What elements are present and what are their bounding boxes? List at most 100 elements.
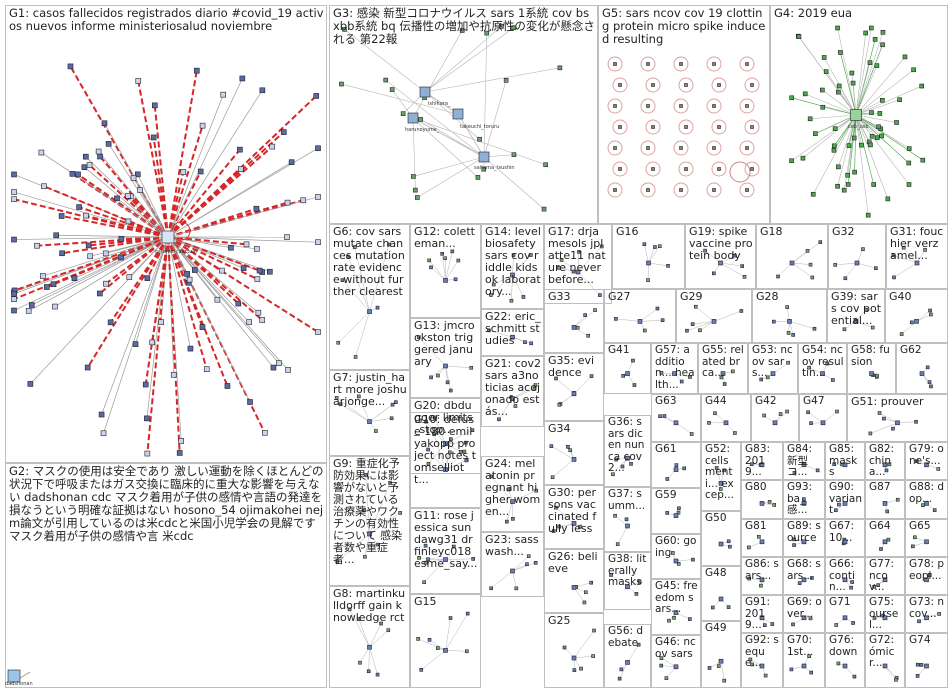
node-225 [836,89,841,95]
group-box-g68: G68: sars... [783,557,825,595]
node-3 [137,187,143,193]
node-72 [86,162,93,168]
edge-47 [56,234,169,238]
node-203 [750,167,754,171]
group-box-g8: G8: martinkulldorff gain knowledge rct [329,586,410,688]
node-68 [142,381,149,388]
node-604 [358,660,362,665]
edge-288 [340,404,370,422]
node-606 [367,644,372,650]
node-621 [759,615,765,621]
self-loop-182 [744,119,760,135]
node-446 [611,472,615,477]
node-175 [618,125,622,129]
node-53 [100,430,107,437]
node-318 [776,274,780,279]
edge-388 [617,525,628,545]
node-132 [415,195,420,200]
node-177 [651,125,655,129]
node-59 [103,280,109,287]
node-440 [550,475,555,480]
node-496 [815,468,820,473]
node-469 [914,419,918,424]
node-509 [624,517,629,522]
node-263 [846,143,852,148]
node-503 [884,468,889,473]
node-550 [792,537,796,542]
node-631 [917,619,921,624]
node-393 [532,387,537,391]
node-356 [685,328,689,333]
edge-70 [43,185,169,238]
node-558 [882,539,888,545]
group-box-g55: G55: related brca... [698,343,748,394]
group-label-g36: G36: sars dicen nunca cov2... [608,417,645,474]
node-249 [865,212,871,218]
edge-271 [699,321,715,331]
node-588 [810,576,814,580]
group-box-g82: G82: china... [865,442,905,480]
edge-431 [512,556,529,572]
edge-289 [369,404,393,422]
node-353 [655,306,660,311]
node-478 [367,531,372,537]
edge-170 [838,114,857,167]
node-383 [367,419,372,424]
edge-436 [573,587,585,603]
edge-205 [342,279,370,312]
node-349 [571,325,577,330]
node-662 [842,663,848,669]
edge-244 [856,249,864,264]
group-box-g13: G13: jmcrookston triggered january [410,318,481,398]
node-259 [796,34,802,39]
node-389 [458,450,463,454]
group-box-g46: G46: ncov sars [651,635,701,688]
edge-105 [167,196,319,238]
group-box-g57: G57: addition... health... [651,343,698,394]
node-422 [820,371,825,376]
node-433 [462,449,467,454]
node-522 [837,502,841,507]
group-box-g10: G10: defuse 180 emilyakopp project notes… [410,412,481,508]
edge-457 [358,619,370,648]
node-20 [125,218,132,225]
node-331 [892,275,896,280]
self-loop-210 [706,182,722,198]
node-384 [470,428,475,433]
edge-440 [610,574,628,588]
group-box-g40: G40 [885,289,948,343]
group-label-g7: G7: justin_hart more joshuarjonge... [333,372,407,408]
node-128 [481,166,487,172]
edge-178 [855,114,924,161]
edge-410 [419,557,446,560]
node-639 [571,655,577,661]
edge-175 [855,114,869,216]
node-501 [842,462,848,468]
self-loop-214 [729,161,751,183]
edge-275 [789,321,815,329]
edge-414 [555,507,575,524]
group-box-g17: G17: drjamesols jplatte11 nature never b… [544,224,612,304]
node-626 [851,621,855,625]
node-641 [722,678,727,683]
group-label-g6: G6: cov sars mutate chances mutation rat… [333,226,405,298]
node-359 [698,328,702,333]
group-label-g41: G41 [608,345,630,356]
edge-131 [341,83,459,115]
node-110 [126,274,133,280]
node-332 [923,248,927,252]
node-7 [52,303,58,310]
node-624 [801,615,807,621]
self-loop-212 [739,182,755,198]
node-618 [673,610,679,615]
edge-31 [167,236,258,280]
edge-92 [167,236,223,272]
node-458 [785,409,789,414]
group-label-g23: G23: sasswash... [485,534,539,558]
graph-edges [9,26,940,685]
node-594 [876,583,880,588]
node-597 [927,573,932,577]
node-240 [789,95,795,101]
node-507 [924,462,929,468]
group-box-g19: G19: spike vaccine protein body [685,224,756,289]
